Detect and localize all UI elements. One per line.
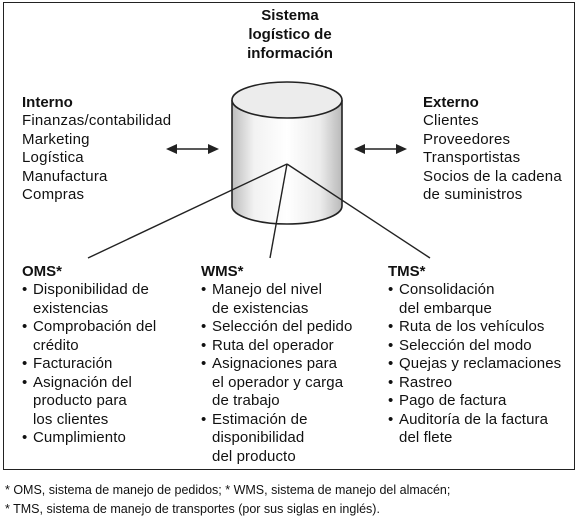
list-item: Ruta del operador: [201, 337, 352, 356]
wms-list: Manejo del nivel de existencias Selecció…: [201, 281, 352, 466]
connector-to-tms: [286, 163, 431, 259]
interno-list: Finanzas/contabilidad Marketing Logístic…: [22, 112, 171, 205]
list-item: Clientes: [423, 112, 479, 129]
title-line: Sistema: [261, 7, 319, 24]
externo-heading: Externo: [423, 94, 479, 111]
interno-heading: Interno: [22, 94, 73, 111]
list-item: Auditoría de la factura del flete: [388, 411, 561, 448]
externo-block: Externo Clientes Proveedores Transportis…: [423, 93, 562, 205]
tms-heading: TMS*: [388, 263, 426, 280]
connector-to-wms: [269, 163, 288, 259]
list-item: Consolidación del embarque: [388, 281, 561, 318]
list-item: Pago de factura: [388, 392, 561, 411]
wms-column: WMS* Manejo del nivel de existencias Sel…: [201, 262, 352, 466]
oms-column: OMS* Disponibilidad de existencias Compr…: [22, 262, 156, 448]
list-item: Transportistas: [423, 149, 521, 167]
list-item: Logística: [22, 149, 84, 167]
externo-list: Clientes Proveedores Transportistas Soci…: [423, 112, 562, 205]
list-item: Socios de la cadena: [423, 167, 562, 185]
list-item: Selección del modo: [388, 337, 561, 356]
list-item: Selección del pedido: [201, 318, 352, 337]
title-line: logístico de: [248, 26, 332, 43]
tms-list: Consolidación del embarque Ruta de los v…: [388, 281, 561, 448]
list-item: Manejo del nivel de existencias: [201, 281, 352, 318]
database-cylinder-icon: [231, 81, 343, 225]
list-item: Marketing: [22, 130, 90, 148]
title-line: información: [247, 45, 333, 62]
list-item: Cumplimiento: [22, 429, 156, 448]
list-item: de suministros: [423, 186, 523, 204]
oms-list: Disponibilidad de existencias Comprobaci…: [22, 281, 156, 448]
right-double-arrow-icon: [354, 144, 407, 154]
tms-column: TMS* Consolidación del embarque Ruta de …: [388, 262, 561, 448]
list-item: Asignación del producto para los cliente…: [22, 374, 156, 430]
footnote-2: * TMS, sistema de manejo de transportes …: [5, 502, 380, 516]
oms-heading: OMS*: [22, 263, 63, 280]
list-item: Compras: [22, 186, 85, 204]
list-item: Asignaciones para el operador y carga de…: [201, 355, 352, 411]
list-item: Estimación de disponibilidad del product…: [201, 411, 352, 467]
list-item: Manufactura: [22, 167, 108, 185]
left-double-arrow-icon: [166, 144, 219, 154]
list-item: Facturación: [22, 355, 156, 374]
connector-to-oms: [87, 163, 288, 259]
list-item: Comprobación del crédito: [22, 318, 156, 355]
list-item: Disponibilidad de existencias: [22, 281, 156, 318]
list-item: Finanzas/contabilidad: [22, 112, 172, 129]
list-item: Proveedores: [423, 130, 511, 148]
list-item: Ruta de los vehículos: [388, 318, 561, 337]
footnote-1: * OMS, sistema de manejo de pedidos; * W…: [5, 483, 451, 497]
interno-block: Interno Finanzas/contabilidad Marketing …: [22, 93, 171, 205]
wms-heading: WMS*: [201, 263, 244, 280]
diagram-frame: [3, 2, 575, 470]
list-item: Quejas y reclamaciones: [388, 355, 561, 374]
diagram-title: Sistema logístico de información: [200, 6, 380, 63]
list-item: Rastreo: [388, 374, 561, 393]
